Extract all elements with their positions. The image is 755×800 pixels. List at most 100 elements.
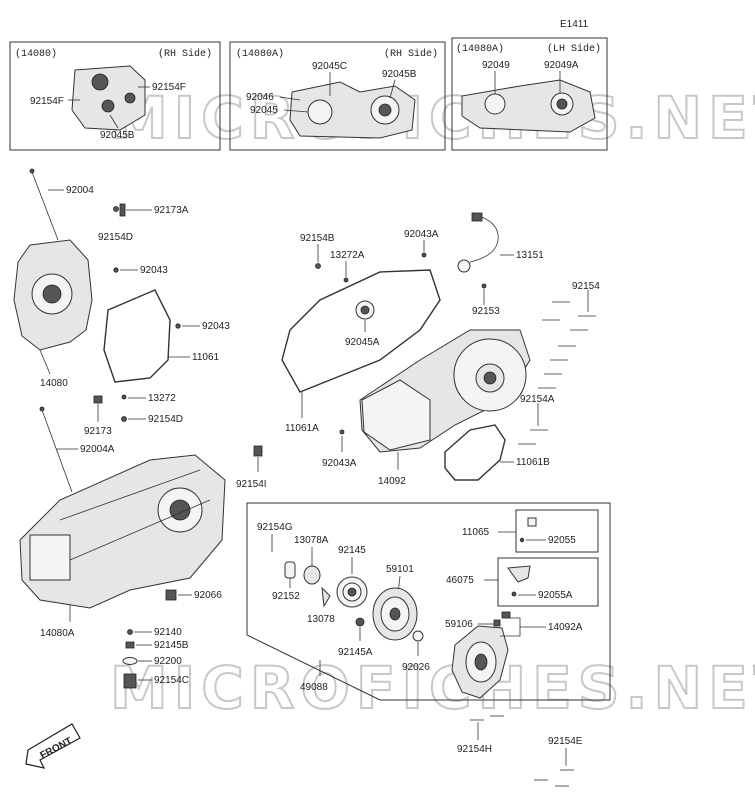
part-label: 92145 xyxy=(338,545,366,556)
part-label: 92043 xyxy=(140,265,168,276)
part-label: 92154A xyxy=(520,394,555,405)
part-label: 92055A xyxy=(538,590,573,601)
sensor-13151 xyxy=(471,212,483,222)
crankcase-rh-small xyxy=(71,65,146,131)
part-label: 59101 xyxy=(386,564,414,575)
gasket-11061B xyxy=(444,424,506,481)
part-label: 49088 xyxy=(300,682,328,693)
part-label: 92066 xyxy=(194,590,222,601)
watermark-top: MICROFICHES.NET xyxy=(110,84,755,152)
crankcase-group-14080: 92004 92173A 92154D 14080 92043 92043 11… xyxy=(13,168,230,437)
part-label: 92145B xyxy=(154,640,189,651)
crankcase-boss xyxy=(29,534,71,581)
part-label: 92152 xyxy=(272,591,300,602)
part-label: 92055 xyxy=(548,535,576,546)
dowel-pin xyxy=(119,203,126,217)
part-label: 92046 xyxy=(246,92,274,103)
part-label: 92004 xyxy=(66,185,94,196)
cvt-cover-group: 92154B 13272A 92043A 13151 92153 11061A … xyxy=(236,212,600,490)
part-label: 92049A xyxy=(544,60,579,71)
part-label: 92049 xyxy=(482,60,510,71)
part-label: 92173A xyxy=(154,205,189,216)
part-label: 92004A xyxy=(80,444,115,455)
part-label: 59106 xyxy=(445,619,473,630)
part-label: 14092A xyxy=(548,622,583,633)
inset-box-rh-14080A: (14080A) (RH Side) 92045C 92045B 92046 9… xyxy=(229,41,446,151)
inset-ref: (14080) xyxy=(15,48,57,60)
part-label: 11061 xyxy=(192,352,220,363)
inset-ref: (14080A) xyxy=(456,43,504,55)
plug-92154C xyxy=(123,673,137,689)
part-label: 14080 xyxy=(40,378,68,389)
part-label: 92154F xyxy=(30,96,64,107)
part-label: 92043 xyxy=(202,321,230,332)
part-label: 13078A xyxy=(294,535,329,546)
part-label: 11061A xyxy=(285,423,319,434)
part-label: 13272 xyxy=(148,393,176,404)
part-label: 92154D xyxy=(148,414,183,425)
part-label: 11061B xyxy=(516,457,550,468)
inset-box-rh-14080: (14080) (RH Side) 92154F 92154F 92045B xyxy=(9,41,221,151)
part-label: 92154E xyxy=(548,736,583,747)
part-label: 92173 xyxy=(84,426,112,437)
diagram-code: E1411 xyxy=(560,19,589,30)
bolts-92154H: 92154H xyxy=(457,715,504,755)
gasket-11061A xyxy=(281,269,441,393)
bolts-92154E: 92154E xyxy=(534,736,583,787)
part-label: 92145A xyxy=(338,647,373,658)
plug-92066 xyxy=(165,589,177,601)
part-label: 92154D xyxy=(98,232,133,243)
pawl-13078 xyxy=(321,586,331,608)
inset-side: (RH Side) xyxy=(384,48,438,60)
pawl-13078A xyxy=(303,565,321,585)
part-label: 92154H xyxy=(457,744,492,755)
part-label: 92045B xyxy=(100,130,135,141)
part-label: 92154 xyxy=(572,281,600,292)
inset-11065 xyxy=(515,509,599,553)
part-label: 92043A xyxy=(404,229,439,240)
nut-92026 xyxy=(412,630,424,642)
part-label: 92045C xyxy=(312,61,347,72)
part-label: 14092 xyxy=(378,476,406,487)
dowel-pin xyxy=(93,395,103,404)
inset-ref: (14080A) xyxy=(236,48,284,60)
recoil-starter-group: 92154G 92152 13078A 92145 13078 92145A 5… xyxy=(246,502,611,701)
part-label: 92153 xyxy=(472,306,500,317)
crankcase-lower xyxy=(19,454,226,609)
group-outline xyxy=(246,502,611,701)
inset-side: (LH Side) xyxy=(547,43,601,55)
bearing-hole xyxy=(91,73,109,91)
bearing-hole xyxy=(101,99,115,113)
part-label: 92154C xyxy=(154,675,189,686)
bushing-92152 xyxy=(284,561,296,579)
part-label: 92045B xyxy=(382,69,417,80)
bearing-hole xyxy=(124,92,136,104)
part-label: 92154B xyxy=(300,233,335,244)
part-label: 92026 xyxy=(402,662,430,673)
inset-side: (RH Side) xyxy=(158,48,212,60)
handle-46075 xyxy=(507,565,531,583)
part-label: 92140 xyxy=(154,627,182,638)
part-14092A-fitting xyxy=(501,611,511,619)
part-label: 92154G xyxy=(257,522,293,533)
bearing-hole xyxy=(378,103,392,117)
bearing-hole xyxy=(484,93,506,115)
part-label: 11065 xyxy=(462,527,490,538)
part-label: 92154F xyxy=(152,82,186,93)
bearing-hole xyxy=(307,99,333,125)
part-label: 46075 xyxy=(446,575,474,586)
inset-46075 xyxy=(497,557,599,607)
watermark-bottom: MICROFICHES.NET xyxy=(110,654,755,722)
bolts-92154 xyxy=(518,301,596,445)
part-label: 13151 xyxy=(516,250,544,261)
bearing-hole xyxy=(556,98,568,110)
crankcase-bore xyxy=(42,284,62,304)
part-label: 92200 xyxy=(154,656,182,667)
front-direction-arrow: FRONT xyxy=(25,723,81,769)
part-label: 13078 xyxy=(307,614,335,625)
part-label: 13272A xyxy=(330,250,365,261)
crankcase-group-14080A: 92004A 14080A 92066 92140 92145B 92200 9… xyxy=(19,406,226,689)
part-label: 92043A xyxy=(322,458,357,469)
part-label: 92045A xyxy=(345,337,380,348)
